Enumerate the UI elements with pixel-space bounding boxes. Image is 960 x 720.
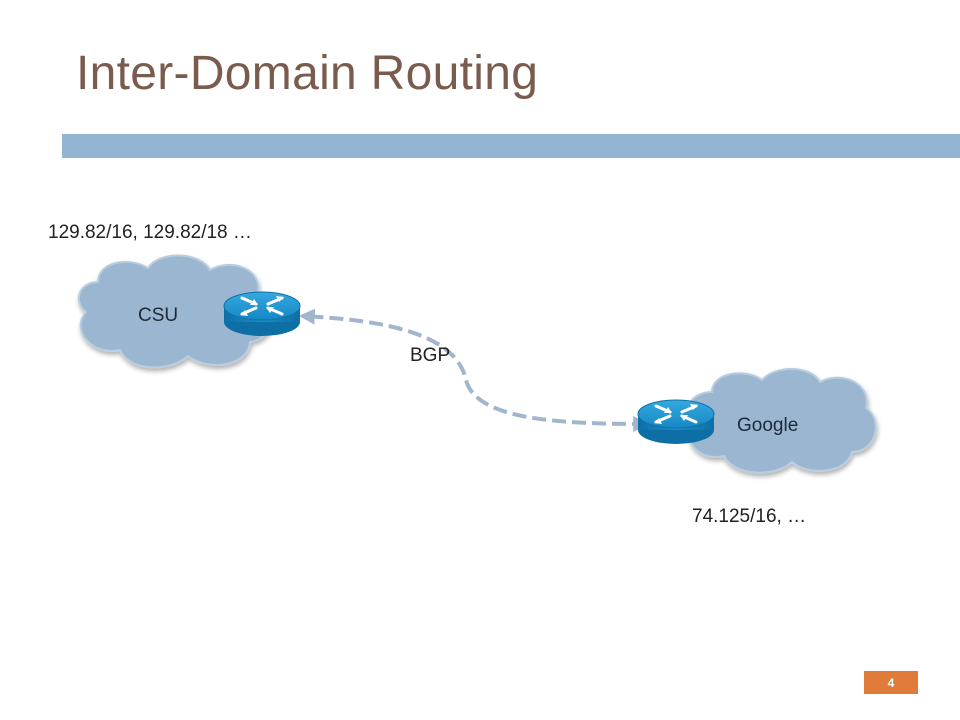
bgp-edge-label: BGP bbox=[410, 345, 451, 366]
bgp-link bbox=[298, 308, 650, 432]
csu-cloud bbox=[77, 254, 274, 369]
title-underline-bar bbox=[62, 134, 960, 158]
csu-prefixes-label: 129.82/16, 129.82/18 … bbox=[48, 222, 252, 243]
csu-node-label: CSU bbox=[138, 305, 179, 326]
slide-title: Inter-Domain Routing bbox=[76, 47, 539, 100]
router-icon bbox=[636, 398, 716, 446]
router-icon bbox=[222, 290, 302, 338]
page-number-badge: 4 bbox=[864, 671, 918, 694]
google-prefixes-label: 74.125/16, … bbox=[692, 506, 807, 527]
google-node-label: Google bbox=[737, 415, 799, 436]
google-cloud bbox=[686, 367, 877, 474]
